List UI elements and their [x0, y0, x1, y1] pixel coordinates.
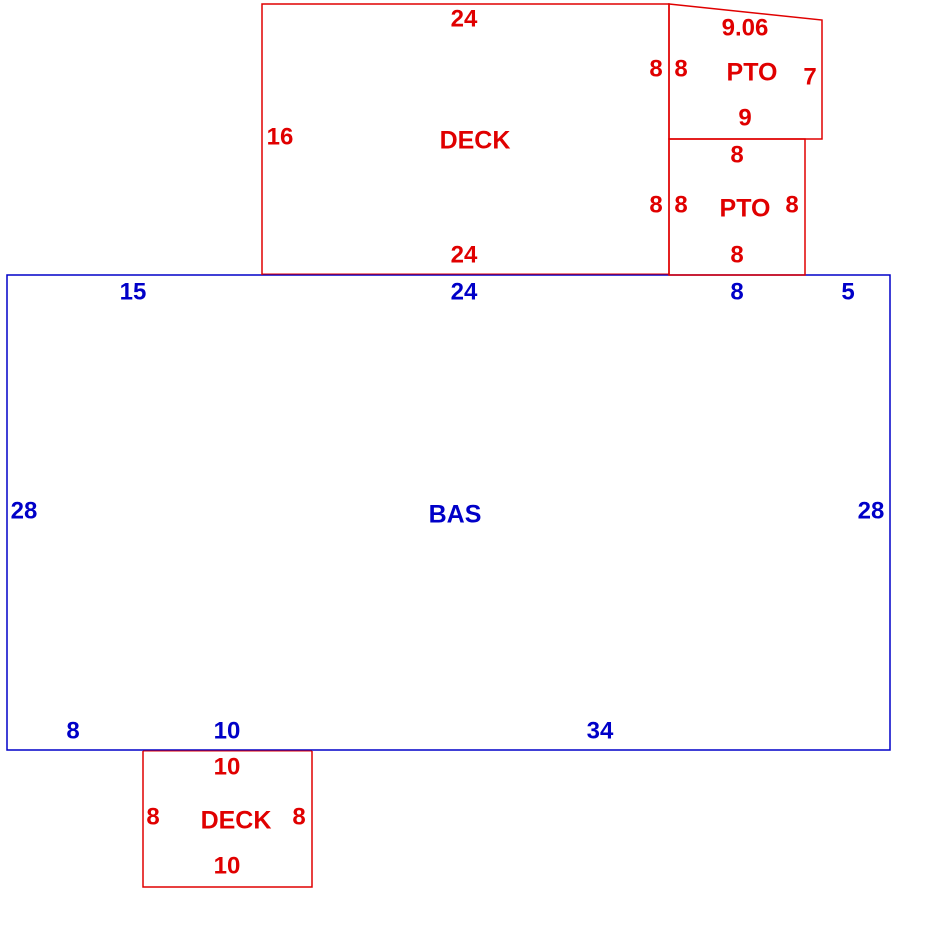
pto-upper-dim-left-inner: 8	[674, 55, 687, 82]
pto-upper-label: PTO	[727, 59, 778, 87]
deck-top-area: DECK 24 16 24	[261, 3, 670, 275]
pto-upper-dim-right: 7	[803, 63, 816, 90]
bas-area: BAS 15 24 8 5 28 28 8 10 34	[6, 274, 891, 751]
deck-bottom-dim-left: 8	[146, 803, 159, 830]
pto-lower-dim-top: 8	[730, 141, 743, 168]
pto-lower-dim-right: 8	[785, 191, 798, 218]
pto-upper-dim-left-outer: 8	[649, 55, 662, 82]
deck-top-dim-left: 16	[267, 123, 294, 150]
deck-top-dim-top: 24	[451, 5, 478, 32]
pto-upper-dim-top: 9.06	[722, 14, 769, 41]
pto-upper-dim-bottom: 9	[738, 104, 751, 131]
pto-lower-label: PTO	[720, 195, 771, 223]
deck-top-label: DECK	[440, 127, 511, 155]
deck-bottom-dim-bottom: 10	[214, 852, 241, 879]
bas-dim-top-right: 5	[841, 278, 854, 305]
pto-lower-dim-bottom: 8	[730, 241, 743, 268]
deck-bottom-label: DECK	[201, 807, 272, 835]
bas-dim-bottom-left: 8	[66, 717, 79, 744]
deck-bottom-dim-right: 8	[292, 803, 305, 830]
bas-dim-bottom-deck: 10	[214, 717, 241, 744]
deck-top-dim-bottom: 24	[451, 241, 478, 268]
deck-bottom-outline	[142, 751, 313, 888]
pto-lower-area: PTO 8 8 8 8 8	[649, 138, 806, 276]
bas-dim-right: 28	[858, 497, 885, 524]
bas-label: BAS	[429, 501, 482, 529]
bas-dim-bottom-right: 34	[587, 717, 614, 744]
bas-dim-left: 28	[11, 497, 38, 524]
bas-dim-top-mid: 24	[451, 278, 478, 305]
bas-dim-top-pto: 8	[730, 278, 743, 305]
pto-lower-dim-left-inner: 8	[674, 191, 687, 218]
bas-outline	[6, 274, 891, 751]
pto-upper-area: PTO 9.06 8 8 7 9	[649, 3, 823, 140]
pto-lower-outline	[668, 138, 806, 276]
deck-bottom-area: DECK 10 8 8 10	[142, 750, 313, 888]
pto-lower-dim-left-outer: 8	[649, 191, 662, 218]
deck-bottom-dim-top: 10	[214, 753, 241, 780]
bas-dim-top-left: 15	[120, 278, 147, 305]
pto-upper-outline	[668, 3, 823, 140]
